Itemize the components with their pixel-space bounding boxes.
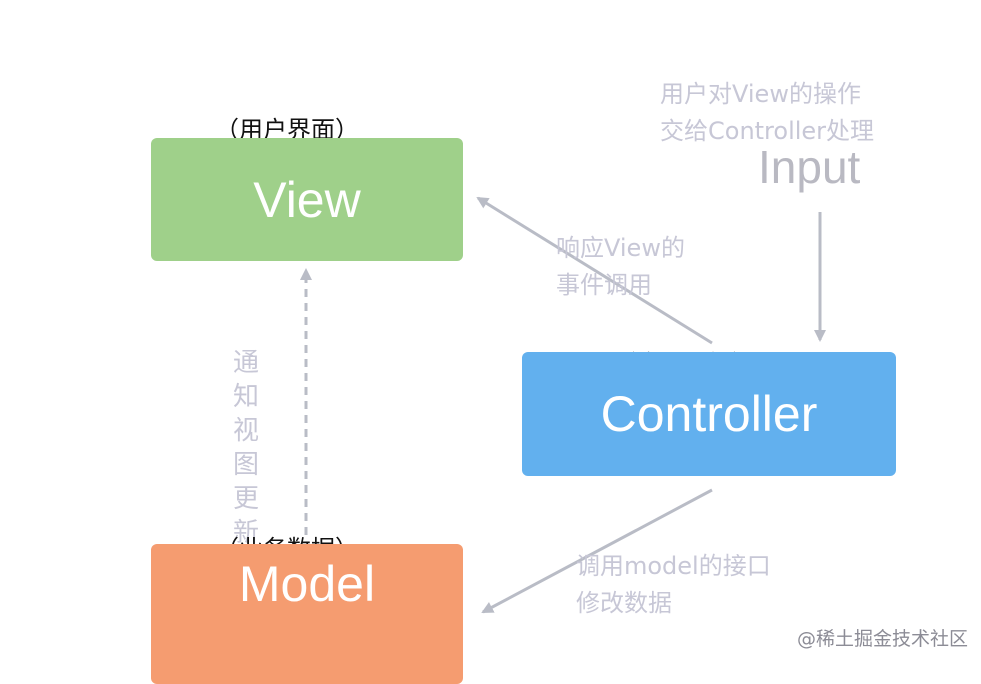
mvc-diagram: 用户对View的操作 交给Controller处理 Input （用户界面） V… (151, 76, 969, 684)
model-to-view-note: 通知视图更新 (233, 348, 260, 548)
input-label: Input (758, 141, 861, 193)
model-box: Model (151, 544, 463, 684)
controller-to-model-note-line1: 调用model的接口 (576, 552, 771, 580)
controller-box: Controller (522, 352, 896, 476)
arrow-controller-to-view (476, 196, 713, 345)
controller-to-model-note: 调用model的接口 修改数据 (576, 548, 771, 622)
watermark: @稀土掘金技术社区 (797, 628, 969, 650)
view-box: View (151, 138, 463, 261)
controller-to-view-note-line1: 响应View的 (556, 234, 685, 262)
view-label: View (253, 171, 361, 228)
arrow-controller-to-model (481, 488, 713, 614)
controller-label: Controller (600, 386, 818, 442)
model-label: Model (238, 556, 376, 612)
controller-to-view-note: 响应View的 事件调用 (556, 230, 685, 304)
controller-to-view-note-line2: 事件调用 (556, 271, 652, 299)
input-note: 用户对View的操作 交给Controller处理 (660, 76, 874, 150)
input-note-line1: 用户对View的操作 (660, 80, 861, 108)
arrows-layer (300, 196, 826, 614)
input-note-line2: 交给Controller处理 (660, 117, 875, 145)
controller-to-model-note-line2: 修改数据 (576, 589, 672, 617)
